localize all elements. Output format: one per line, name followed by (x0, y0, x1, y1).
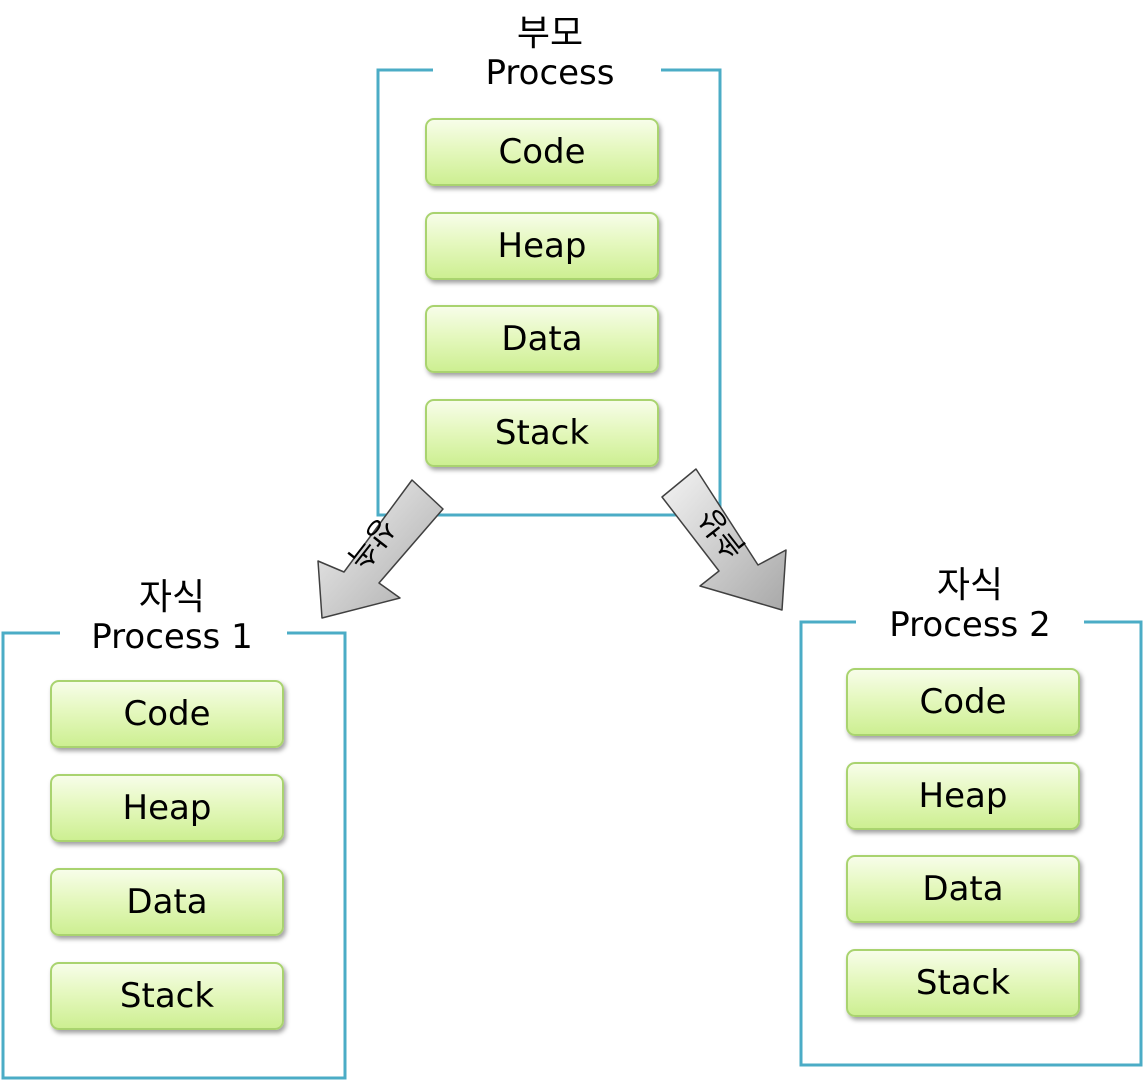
parent-process: 부모 Process Code Heap Data Stack (376, 0, 724, 518)
child2-segment-data: Data (846, 855, 1080, 923)
parent-process-frame (376, 68, 722, 517)
child-process-2-title: 자식 Process 2 (798, 565, 1142, 646)
parent-segment-data: Data (425, 305, 659, 373)
child-process-2: 자식 Process 2 Code Heap Data Stack (798, 563, 1146, 1069)
child-process-1-frame (1, 631, 347, 1080)
child2-title: 자식 (936, 565, 1004, 606)
parent-process-title: 부모 Process (376, 13, 724, 94)
parent-segment-code: Code (425, 118, 659, 186)
child1-title: 자식 (138, 577, 206, 618)
child2-subtitle: Process 2 (889, 605, 1051, 646)
child2-segment-code: Code (846, 668, 1080, 736)
parent-title: 부모 (516, 13, 584, 54)
child2-segment-stack: Stack (846, 949, 1080, 1017)
child1-subtitle: Process 1 (91, 617, 253, 658)
child1-segment-data: Data (50, 868, 284, 936)
child1-segment-code: Code (50, 680, 284, 748)
parent-segment-stack: Stack (425, 399, 659, 467)
child-process-2-frame (799, 620, 1143, 1067)
child-process-1-title: 자식 Process 1 (0, 577, 344, 658)
inherit-arrow-left-label: 상속 (340, 510, 402, 576)
parent-subtitle: Process (485, 53, 615, 94)
child1-segment-stack: Stack (50, 962, 284, 1030)
parent-segment-heap: Heap (425, 212, 659, 280)
child-process-1: 자식 Process 1 Code Heap Data Stack (0, 576, 350, 1081)
child1-segment-heap: Heap (50, 774, 284, 842)
child2-segment-heap: Heap (846, 762, 1080, 830)
